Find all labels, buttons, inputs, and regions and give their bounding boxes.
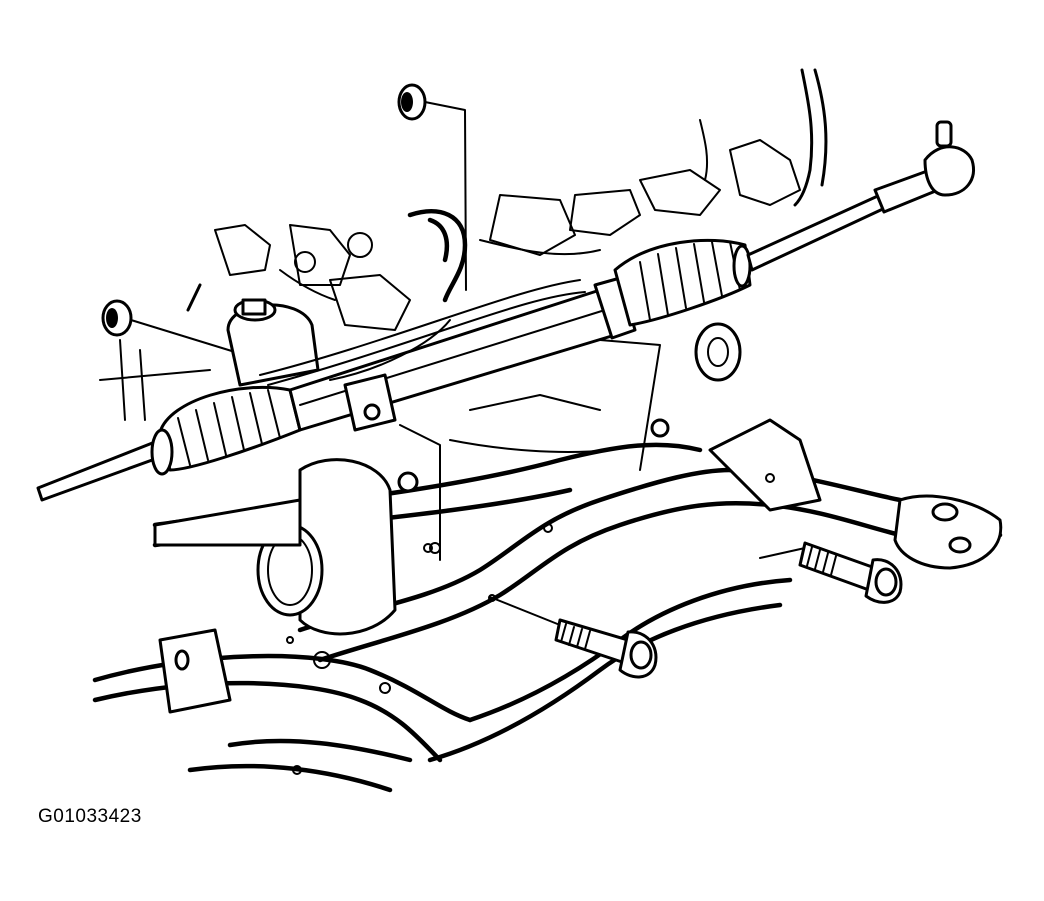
upper-grommet	[397, 83, 467, 291]
steering-rack-diagram	[36, 68, 1003, 793]
left-grommet	[101, 299, 236, 353]
bolt-front	[489, 596, 658, 679]
steering-rack	[36, 120, 975, 502]
bolt-rear	[759, 541, 903, 604]
figure-code: G01033423	[38, 806, 142, 827]
front-crossmember	[92, 322, 1003, 793]
